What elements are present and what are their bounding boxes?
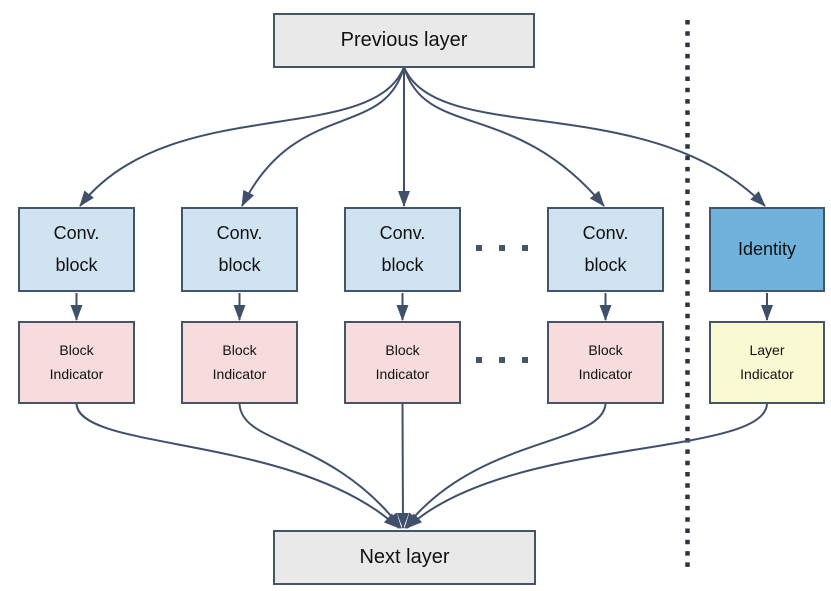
conv-block-3-label-line2: block [381, 254, 424, 275]
block-indicator-3: Block Indicator [344, 321, 461, 404]
conv-block-3: Conv. block [344, 207, 461, 292]
block-indicator-4: Block Indicator [547, 321, 664, 404]
conv-block-1: Conv. block [18, 207, 135, 292]
block-indicator-1-label-line1: Block [59, 342, 94, 359]
block-indicator-2: Block Indicator [181, 321, 298, 404]
conv-block-2: Conv. block [181, 207, 298, 292]
block-indicator-1: Block Indicator [18, 321, 135, 404]
previous-layer-box: Previous layer [273, 13, 535, 68]
block-indicator-4-label-line2: Indicator [578, 365, 633, 382]
identity-label: Identity [737, 239, 797, 259]
ellipsis-indicator-row-icon [476, 357, 528, 363]
arrow-indicator1-to-next [75, 403, 400, 529]
arrow-prev-to-conv1 [79, 66, 405, 207]
next-layer-box: Next layer [273, 530, 536, 585]
arrow-prev-to-identity [403, 66, 766, 207]
layer-indicator-label-line1: Layer [749, 342, 785, 359]
ellipsis-conv-row-icon [476, 245, 528, 251]
block-indicator-3-label-line1: Block [385, 342, 420, 359]
arrow-prev-to-conv4 [403, 66, 605, 207]
conv-block-3-label-line1: Conv. [379, 223, 426, 243]
block-indicator-4-label-line1: Block [588, 342, 623, 359]
arrow-layer-indicator-to-next [406, 403, 768, 529]
conv-block-2-label-line1: Conv. [216, 223, 263, 243]
block-indicator-3-label-line2: Indicator [375, 365, 430, 382]
block-indicator-2-label-line1: Block [222, 342, 257, 359]
layer-indicator-box: Layer Indicator [709, 321, 825, 404]
conv-block-4-label-line1: Conv. [582, 223, 629, 243]
next-layer-label: Next layer [359, 546, 450, 568]
conv-block-1-label-line2: block [55, 254, 98, 275]
arrow-indicator4-to-next [404, 403, 607, 529]
layer-indicator-label-line2: Indicator [740, 365, 794, 382]
identity-box: Identity [709, 207, 825, 292]
conv-block-2-label-line2: block [218, 254, 261, 275]
arrow-indicator3-to-next [396, 403, 409, 529]
block-indicator-2-label-line2: Indicator [212, 365, 267, 382]
conv-block-4: Conv. block [547, 207, 664, 292]
block-indicator-1-label-line2: Indicator [49, 365, 104, 382]
arrow-prev-to-conv2 [241, 66, 405, 207]
conv-block-1-label-line1: Conv. [53, 223, 100, 243]
previous-layer-label: Previous layer [340, 29, 468, 51]
conv-block-4-label-line2: block [584, 254, 627, 275]
arrow-indicator2-to-next [238, 403, 402, 529]
